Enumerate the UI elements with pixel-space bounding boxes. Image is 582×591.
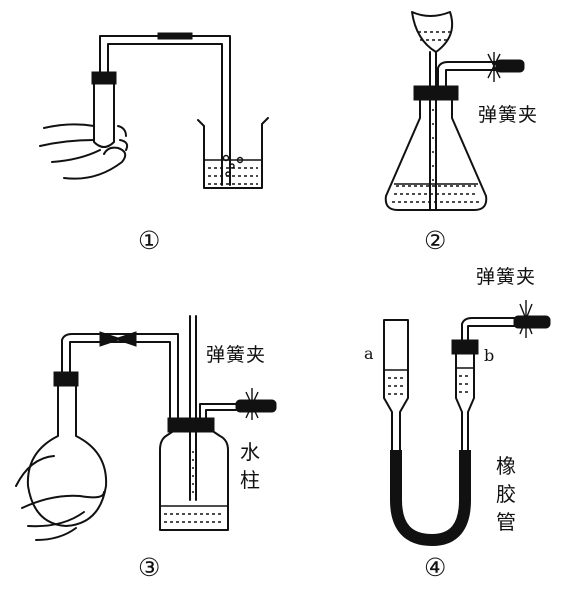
fig4-tube-a xyxy=(383,319,409,451)
fig1-stopper xyxy=(91,71,117,85)
fig3-long-tube xyxy=(189,315,197,501)
fig1-beaker xyxy=(197,117,269,189)
fig3-spring-clip xyxy=(245,388,259,420)
fig1-delivery-tube-inner xyxy=(107,43,223,186)
fig3-number: ③ xyxy=(138,553,161,582)
fig1-test-tube-setup xyxy=(39,32,269,189)
fig2-number: ② xyxy=(424,226,447,255)
fig1-test-tube xyxy=(93,83,115,148)
fig3-round-flask xyxy=(26,385,108,527)
fig3-delivery-tube xyxy=(61,333,179,419)
fig2-conical-flask xyxy=(384,99,488,211)
fig3-flask-bottle-setup xyxy=(15,315,277,541)
fig2-liquid xyxy=(392,185,480,203)
fig3-bottle xyxy=(159,431,229,531)
fig3-water-column xyxy=(192,451,194,493)
fig4-tube-b xyxy=(455,353,475,451)
fig2-clip-tube xyxy=(495,59,525,73)
fig4-number: ④ xyxy=(424,553,447,582)
fig4-tube-a-label: a xyxy=(364,344,374,363)
fig4-clip-tube xyxy=(513,315,551,329)
fig4-tube-b-label: b xyxy=(484,346,495,365)
fig3-clip-tube xyxy=(235,399,277,413)
fig1-water xyxy=(208,167,258,185)
fig2-side-tube xyxy=(437,61,497,87)
fig2-funnel-bulb xyxy=(411,11,454,53)
fig2-clip-label: 弹簧夹 xyxy=(478,104,539,126)
fig4-u-tube-setup xyxy=(383,300,551,547)
fig3-bottle-water xyxy=(164,513,224,523)
fig1-fingers xyxy=(117,125,129,151)
fig1-hand xyxy=(39,123,127,180)
fig1-number: ① xyxy=(138,226,161,255)
fig4-side-tube xyxy=(461,317,517,341)
fig3-hand xyxy=(15,455,105,541)
fig1-rubber-joint xyxy=(157,32,193,40)
fig4-spring-clip xyxy=(519,300,533,338)
fig2-flask-funnel-setup xyxy=(384,11,525,211)
fig4-clip-label: 弹簧夹 xyxy=(476,266,537,288)
fig2-stopper xyxy=(413,85,459,101)
fig3-side-tube xyxy=(199,403,237,419)
fig3-clip-label: 弹簧夹 xyxy=(206,344,267,366)
fig3-stopper-left xyxy=(53,371,79,387)
fig4-hose-label: 橡胶管 xyxy=(496,454,516,534)
fig4-rubber-hose xyxy=(390,450,471,547)
fig2-spring-clip xyxy=(487,52,501,82)
fig4-stopper-b xyxy=(451,339,479,355)
fig3-column-label: 水柱 xyxy=(240,440,260,492)
fig3-bottle-stopper xyxy=(167,417,215,433)
fig3-middle-clip xyxy=(99,331,137,347)
